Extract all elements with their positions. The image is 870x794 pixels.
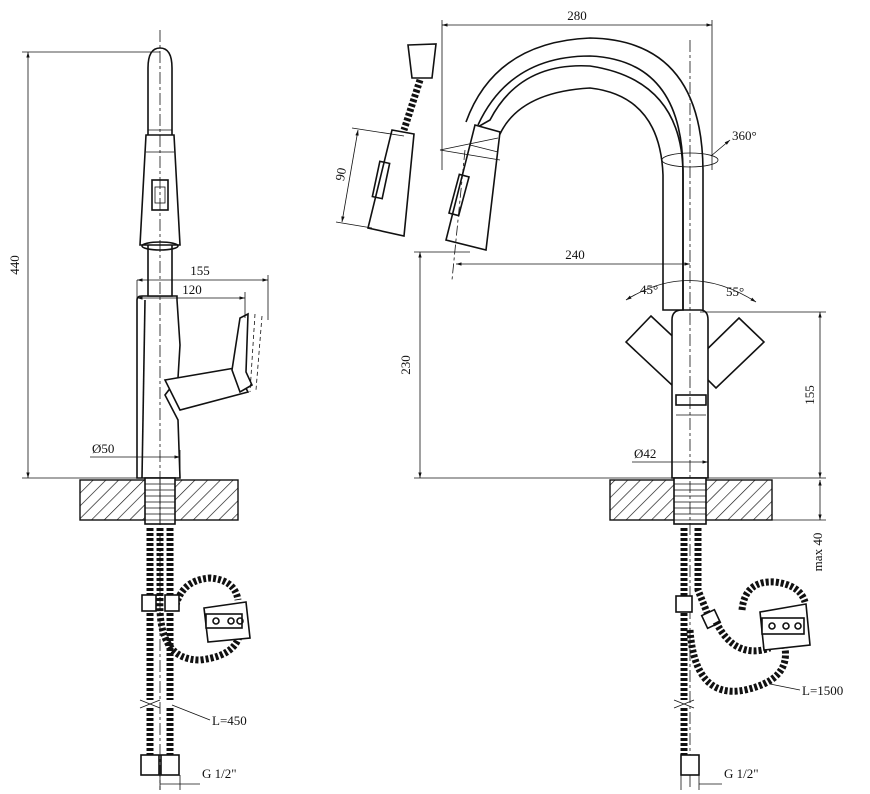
left-lever: [231, 312, 254, 394]
right-front-view: 360° 90 280 240 230 45° 55: [332, 8, 843, 790]
left-handle-reach-dim: 120: [182, 282, 202, 297]
right-angle-right-dim: 55°: [726, 284, 744, 299]
left-handle: [163, 367, 250, 411]
right-angle-left-dim: 45°: [640, 282, 658, 297]
right-spray-head: [445, 124, 501, 251]
left-base-diameter-dim: Ø50: [92, 441, 114, 456]
right-gooseneck-spout: [473, 64, 684, 311]
right-spray-length-dim: 90: [332, 167, 349, 182]
right-width-dim: 280: [567, 8, 587, 23]
left-thread-dim: G 1/2": [202, 766, 237, 781]
left-side-view: 440 155 120 Ø50 L=450 G 1/2": [7, 30, 269, 790]
right-base-diameter-dim: Ø42: [634, 446, 656, 461]
right-hose-length-dim: L=1500: [802, 683, 843, 698]
left-hose-length-dim: L=450: [212, 713, 247, 728]
right-pulled-spray: [367, 43, 437, 237]
right-connector-box: [759, 603, 811, 651]
right-max-thickness-dim: max 40: [810, 533, 825, 572]
left-reach-dim: 155: [190, 263, 210, 278]
left-spray-head: [139, 134, 181, 246]
right-spout-reach-dim: 240: [565, 247, 585, 262]
right-rotation-dim: 360°: [732, 128, 757, 143]
left-height-dim: 440: [7, 255, 22, 275]
right-thread-dim: G 1/2": [724, 766, 759, 781]
right-lever-height-dim: 155: [802, 385, 817, 405]
left-connector-box: [203, 601, 251, 643]
right-spout-height-dim: 230: [398, 355, 413, 375]
